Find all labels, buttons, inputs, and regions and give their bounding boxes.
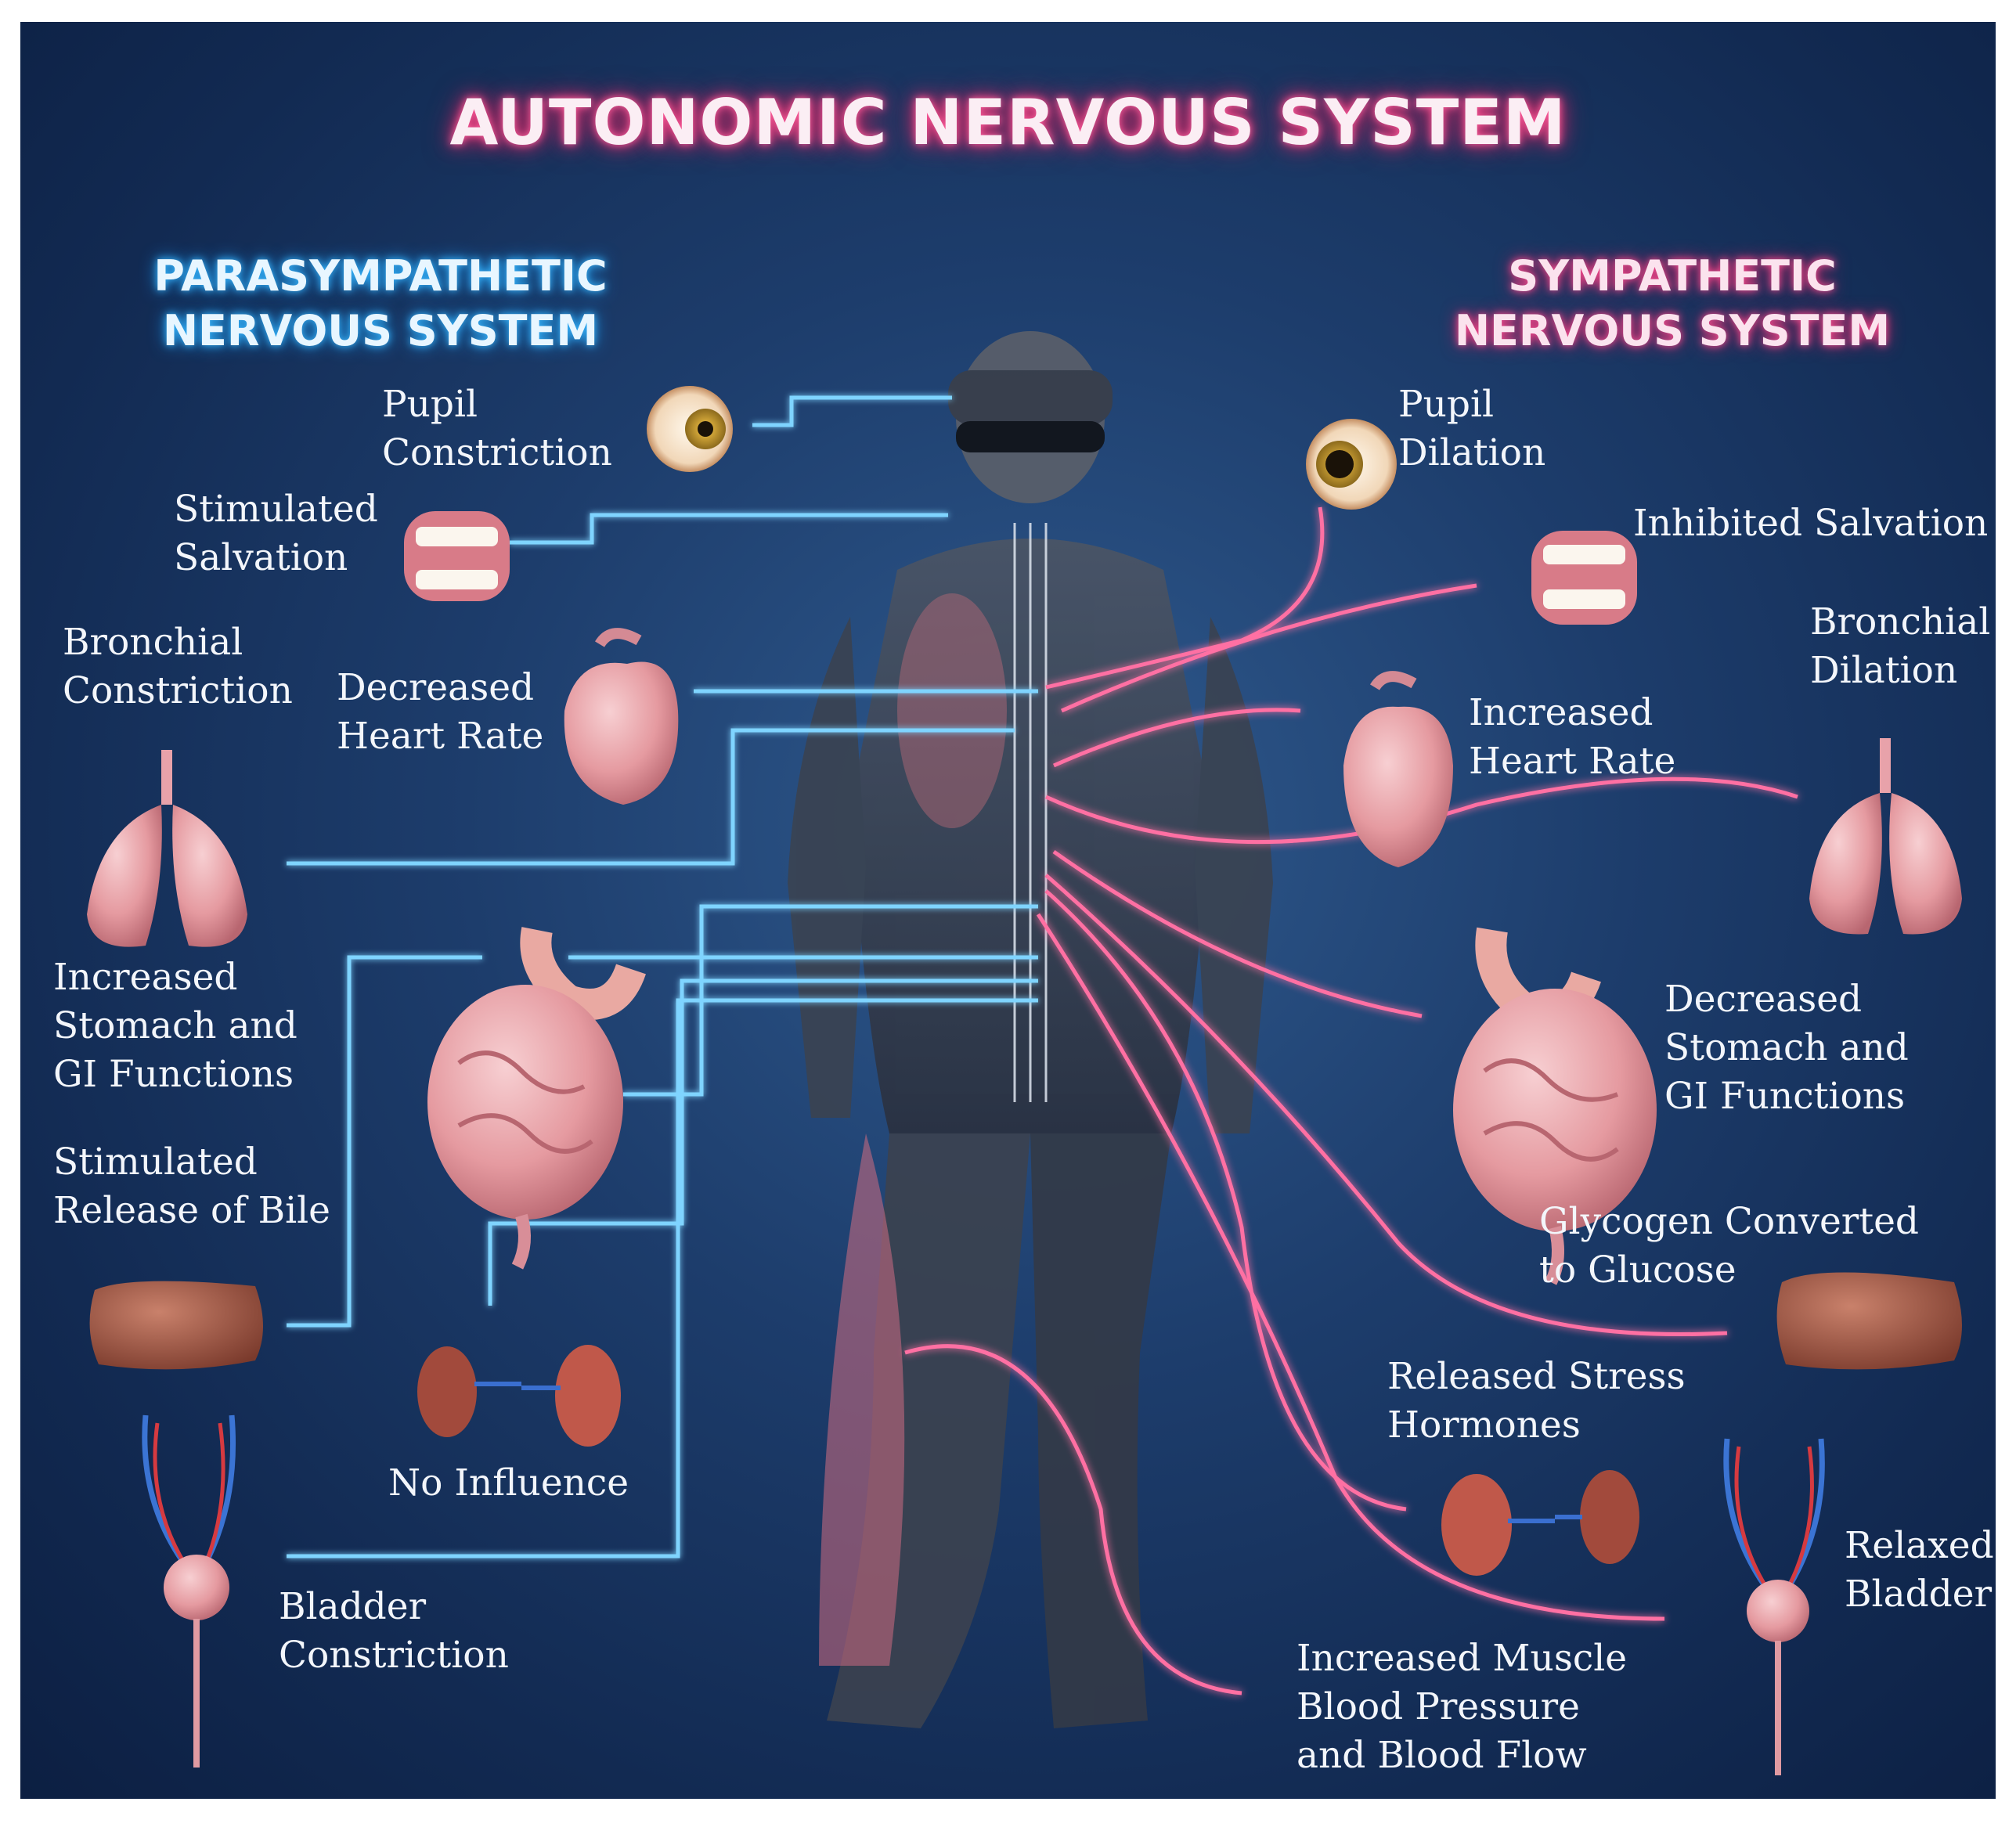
sympathetic-heading-line1: SYMPATHETIC — [1508, 251, 1837, 301]
label-line: Heart Rate — [337, 715, 544, 758]
left-liver-icon — [89, 1281, 263, 1370]
label-line: Dilation — [1398, 431, 1546, 474]
parasympathetic-heading-line2: NERVOUS SYSTEM — [162, 306, 599, 355]
right-lungs-icon — [1809, 738, 1962, 935]
label-line: Bladder — [1845, 1573, 1993, 1616]
right-heart-icon — [1343, 671, 1453, 867]
left-bladder-icon — [142, 1414, 236, 1768]
parasympathetic-lines — [287, 395, 1038, 1559]
label-line: Decreased — [337, 666, 535, 709]
label-bladder-constriction: Bladder Constriction — [279, 1583, 509, 1680]
left-lungs-icon — [87, 750, 247, 947]
left-stomach-intestine-icon — [427, 927, 646, 1270]
label-decreased-heart-rate: Decreased Heart Rate — [337, 664, 543, 761]
label-increased-stomach-gi: Increased Stomach and GI Functions — [53, 953, 298, 1099]
label-pupil-constriction: Pupil Constriction — [382, 380, 612, 477]
diagram-canvas: AUTONOMIC NERVOUS SYSTEM PARASYMPATHETIC… — [20, 22, 1996, 1799]
label-line: Blood Pressure — [1297, 1685, 1580, 1728]
right-eye-icon — [1306, 419, 1397, 510]
label-line: Pupil — [382, 383, 478, 426]
label-line: Bronchial — [1810, 600, 1991, 643]
sympathetic-heading: SYMPATHETIC NERVOUS SYSTEM — [1406, 249, 1938, 359]
diagram-title: AUTONOMIC NERVOUS SYSTEM — [449, 86, 1567, 159]
label-no-influence: No Influence — [388, 1459, 629, 1508]
label-line: Increased Muscle — [1297, 1637, 1628, 1680]
label-line: Constriction — [63, 669, 293, 712]
label-line: Glycogen Converted — [1539, 1200, 1920, 1243]
label-line: Dilation — [1810, 649, 1958, 692]
parasympathetic-heading: PARASYMPATHETIC NERVOUS SYSTEM — [122, 249, 639, 359]
label-line: Heart Rate — [1469, 740, 1676, 783]
label-inhibited-salvation: Inhibited Salvation — [1633, 499, 1988, 548]
label-line: Stimulated — [53, 1141, 258, 1184]
label-line: Pupil — [1398, 383, 1495, 426]
label-decreased-stomach-gi: Decreased Stomach and GI Functions — [1664, 975, 1909, 1121]
label-line: Increased — [1469, 691, 1654, 734]
label-line: GI Functions — [1664, 1075, 1906, 1118]
label-pupil-dilation: Pupil Dilation — [1398, 380, 1545, 477]
left-mouth-icon — [404, 511, 510, 601]
label-increased-heart-rate: Increased Heart Rate — [1469, 689, 1675, 786]
parasympathetic-heading-line1: PARASYMPATHETIC — [153, 251, 608, 301]
label-line: Release of Bile — [53, 1189, 330, 1232]
right-bladder-icon — [1723, 1438, 1825, 1775]
label-line: Inhibited Salvation — [1633, 502, 1989, 545]
sympathetic-lines — [904, 506, 1798, 1695]
label-line: No Influence — [388, 1461, 629, 1504]
right-stomach-intestine-icon — [1453, 927, 1657, 1285]
label-line: Stomach and — [1664, 1026, 1909, 1069]
label-line: to Glucose — [1539, 1249, 1737, 1292]
label-line: Bladder — [279, 1585, 427, 1628]
label-bronchial-constriction: Bronchial Constriction — [63, 618, 293, 715]
diagram-artwork — [87, 331, 1962, 1775]
right-kidneys-icon — [1441, 1470, 1639, 1576]
label-bronchial-dilation: Bronchial Dilation — [1810, 598, 1990, 695]
label-line: Constriction — [279, 1634, 509, 1677]
right-mouth-icon — [1531, 531, 1637, 625]
left-heart-icon — [564, 628, 679, 805]
label-line: Bronchial — [63, 621, 243, 664]
spine — [1013, 523, 1048, 1102]
label-line: Salvation — [174, 536, 348, 579]
label-released-stress-hormones: Released Stress Hormones — [1387, 1353, 1686, 1450]
label-stimulated-salvation: Stimulated Salvation — [174, 485, 378, 582]
label-line: GI Functions — [53, 1053, 294, 1096]
left-eye-icon — [647, 386, 733, 472]
label-line: Hormones — [1387, 1404, 1581, 1447]
label-stimulated-release-of-bile: Stimulated Release of Bile — [53, 1138, 330, 1235]
label-relaxed-bladder: Relaxed Bladder — [1845, 1522, 1994, 1619]
label-line: Released Stress — [1387, 1355, 1686, 1398]
label-line: Stimulated — [174, 488, 378, 531]
left-kidneys-icon — [417, 1345, 621, 1447]
label-glycogen-to-glucose: Glycogen Converted to Glucose — [1539, 1198, 1919, 1295]
sympathetic-heading-line2: NERVOUS SYSTEM — [1454, 306, 1891, 355]
label-line: Decreased — [1664, 978, 1863, 1021]
label-increased-muscle-blood-flow: Increased Muscle Blood Pressure and Bloo… — [1297, 1634, 1627, 1780]
right-liver-icon — [1776, 1272, 1962, 1370]
label-line: and Blood Flow — [1297, 1734, 1587, 1777]
label-line: Stomach and — [53, 1004, 298, 1047]
label-line: Relaxed — [1845, 1524, 1994, 1567]
label-line: Constriction — [382, 431, 612, 474]
label-line: Increased — [53, 956, 238, 999]
